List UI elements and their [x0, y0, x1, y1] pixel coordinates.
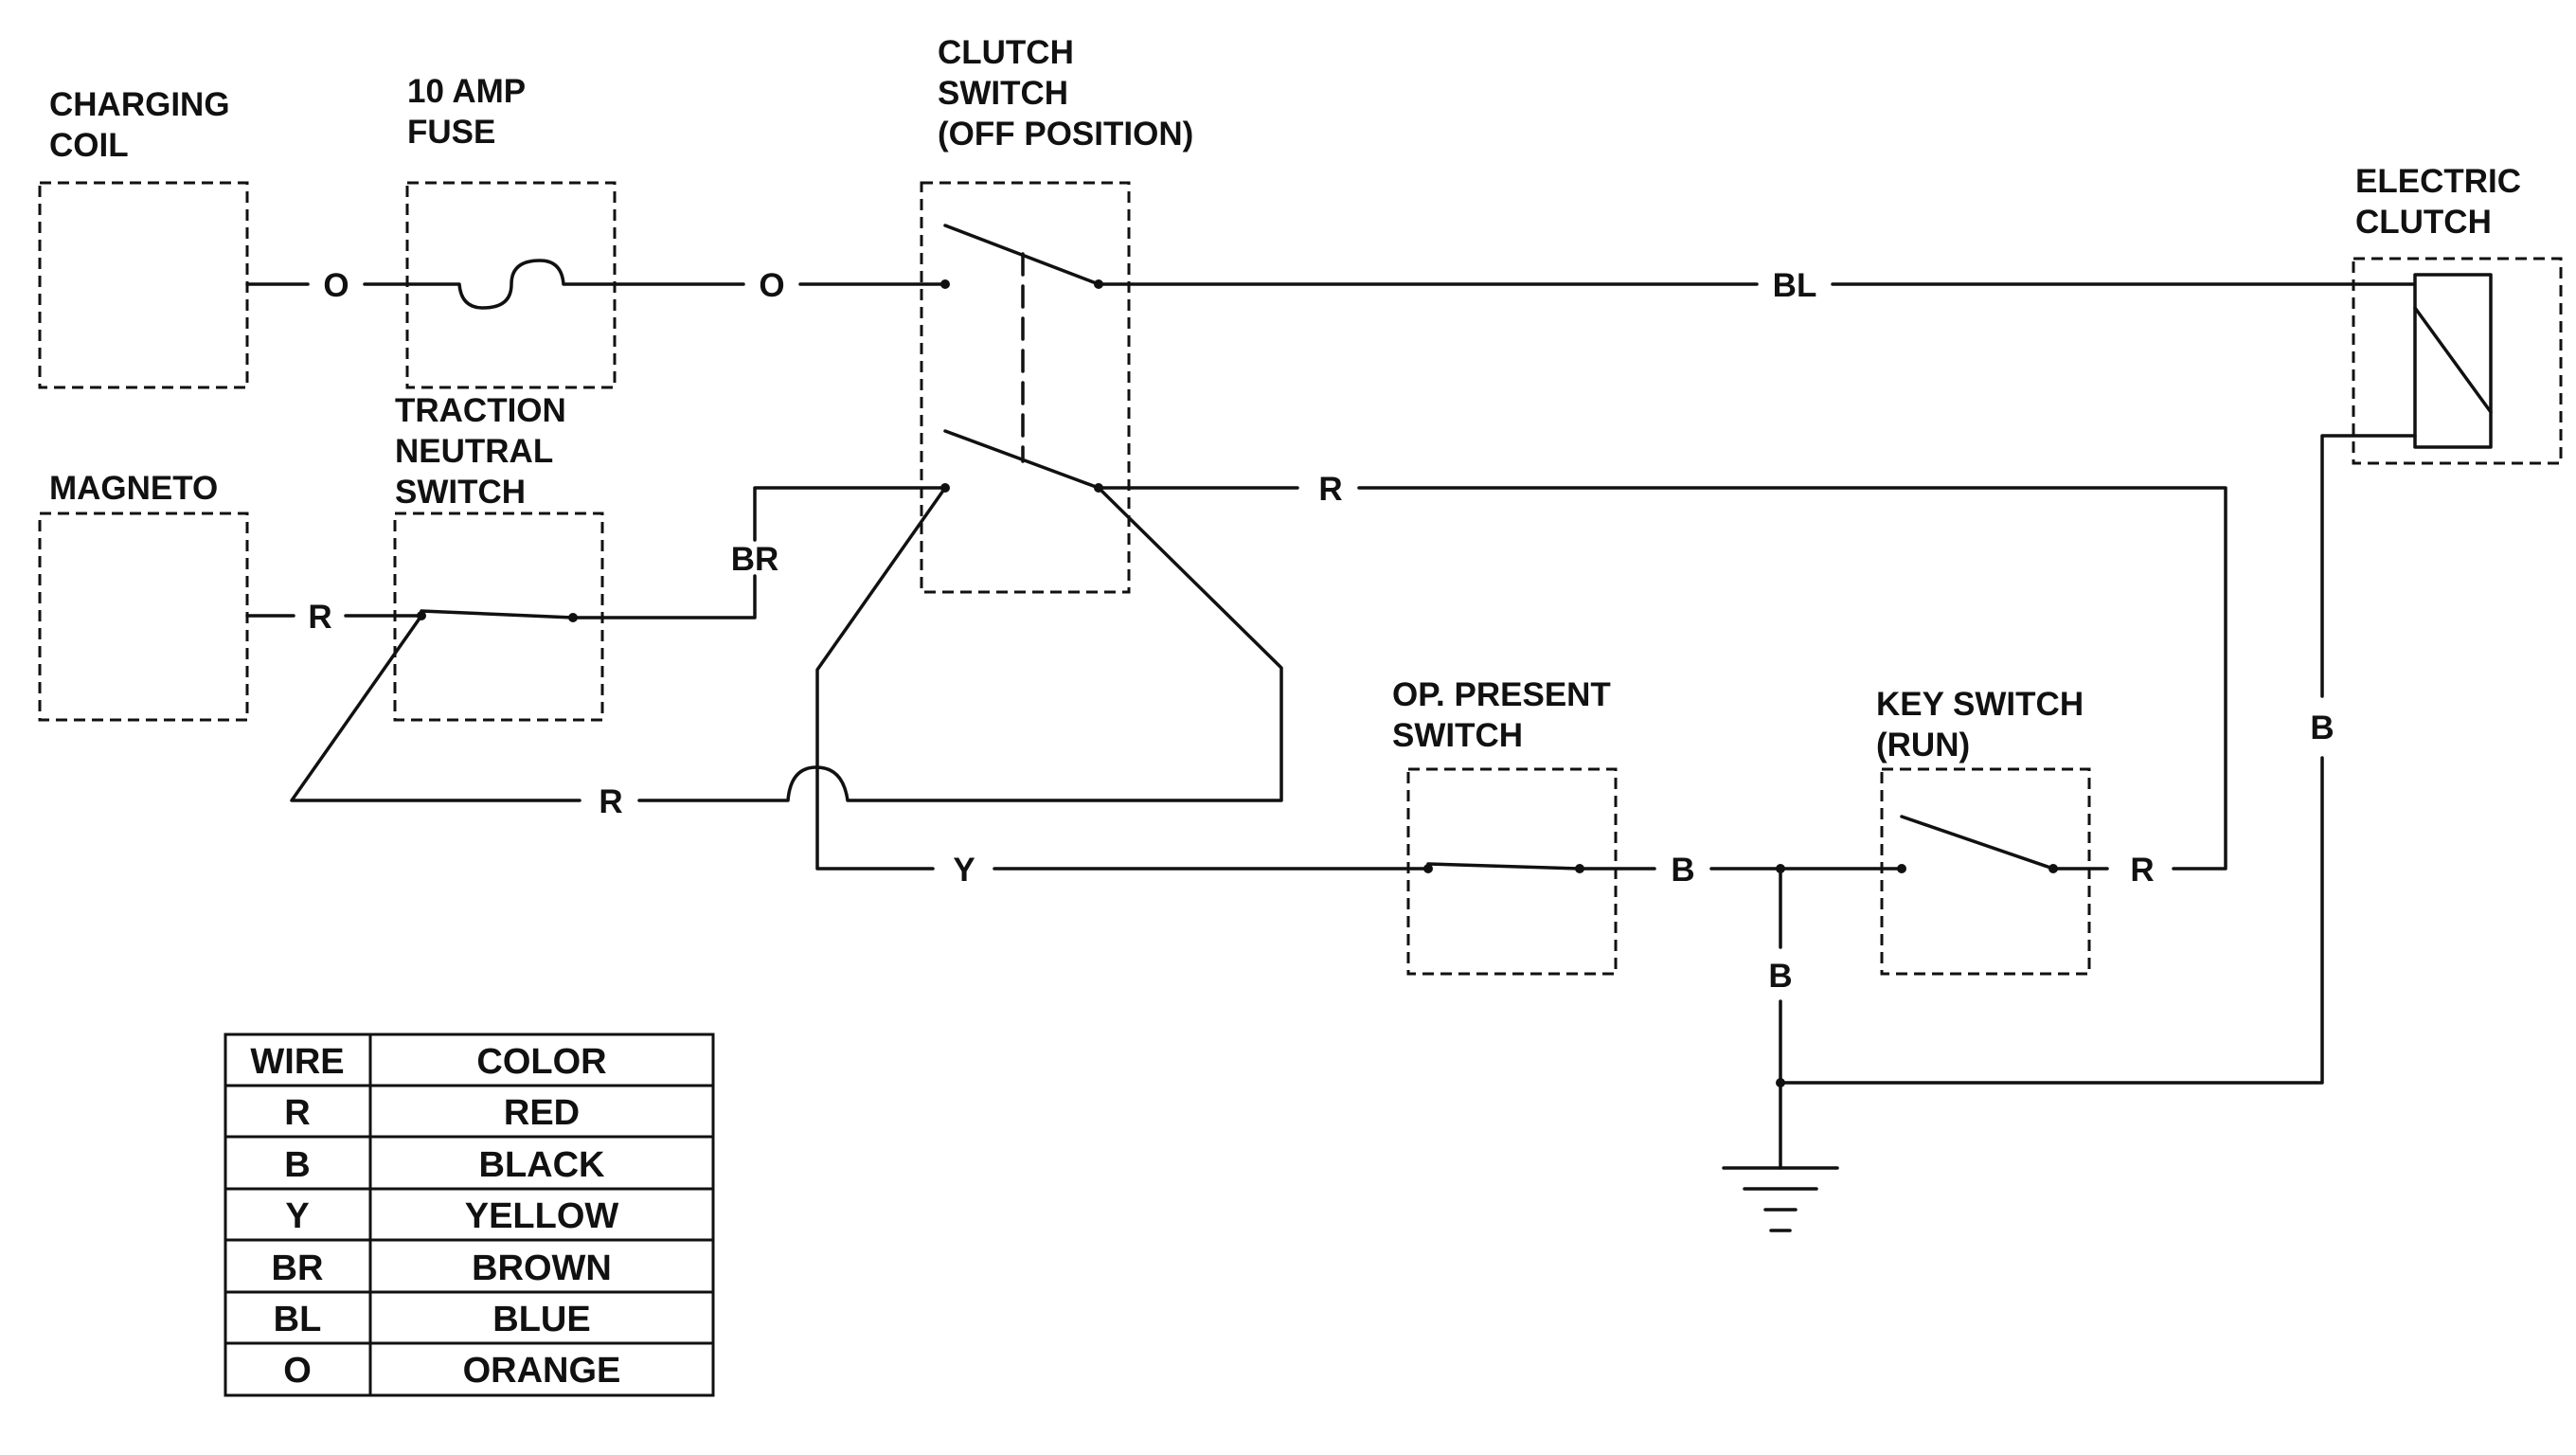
legend-color-cell: ORANGE	[463, 1351, 621, 1391]
wire-label-key-out: R	[2130, 852, 2154, 889]
key-switch-box	[1880, 767, 2091, 976]
traction-switch-blade	[420, 609, 575, 620]
electric-clutch-box	[2352, 257, 2563, 465]
wire-red-clutch-key	[1097, 486, 2227, 871]
electric-clutch-coil	[2413, 273, 2493, 449]
clutch-switch-label: CLUTCH SWITCH (OFF POSITION)	[938, 34, 1193, 153]
legend-wire-cell: BR	[272, 1248, 324, 1288]
connection-dots	[417, 279, 2058, 1087]
wire-yellow	[815, 486, 1430, 871]
wire-label-red-clutch-key: R	[1318, 471, 1342, 508]
op-present-switch-box	[1406, 767, 1618, 976]
wire-brown	[571, 486, 947, 620]
ground-symbol	[1722, 1166, 1839, 1232]
wire-label-coil-fuse: O	[323, 267, 349, 304]
legend-wire-cell: O	[283, 1351, 312, 1391]
fuse-label: 10 AMP FUSE	[407, 73, 534, 151]
key-switch-blade	[1900, 815, 2055, 871]
legend-wire-cell: Y	[285, 1196, 309, 1236]
wire-label-fuse-clutch: O	[759, 267, 784, 304]
clutch-switch-box	[920, 181, 1131, 594]
legend-wire-cell: R	[284, 1093, 310, 1133]
op-present-switch-label: OP. PRESENT SWITCH	[1392, 676, 1620, 754]
legend-color-cell: BLACK	[479, 1145, 606, 1185]
legend-color-cell: YELLOW	[465, 1196, 619, 1236]
wire-color-legend: WIRE COLOR R RED B BLACK Y YELLOW BR BRO…	[224, 1033, 715, 1397]
charging-coil-label: CHARGING COIL	[49, 86, 239, 164]
wire-black-clutch-ground	[1779, 434, 2417, 1085]
charging-coil-box	[38, 181, 249, 389]
wire-orange-coil-fuse	[245, 259, 946, 310]
wire-label-blue: BL	[1773, 267, 1817, 304]
traction-neutral-switch-label: TRACTION NEUTRAL SWITCH	[395, 392, 576, 511]
wire-label-yellow: Y	[953, 852, 975, 889]
key-switch-label: KEY SWITCH (RUN)	[1876, 686, 2093, 763]
electric-clutch-label: ELECTRIC CLUTCH	[2355, 163, 2531, 241]
wire-label-brown: BR	[731, 541, 779, 578]
wire-label-op-junction: B	[1671, 852, 1694, 889]
legend-wire-cell: B	[284, 1145, 310, 1185]
magneto-label: MAGNETO	[49, 470, 218, 507]
legend-color-cell: BROWN	[472, 1248, 612, 1288]
wire-red-loop	[290, 486, 1283, 802]
wire-label-junction-ground: B	[1768, 958, 1792, 995]
legend-color-cell: RED	[504, 1093, 580, 1133]
wire-label-magneto: R	[308, 599, 331, 636]
legend-wire-cell: BL	[274, 1300, 322, 1339]
clutch-switch-lower-blade	[943, 429, 1100, 490]
magneto-box	[38, 512, 249, 722]
legend-header-color: COLOR	[476, 1042, 606, 1082]
electric-clutch-coil-diagonal	[2413, 306, 2493, 414]
wire-label-electric-ground: B	[2310, 710, 2334, 746]
wire-label-red-loop: R	[599, 783, 622, 820]
legend-header-wire: WIRE	[250, 1042, 344, 1082]
op-present-blade	[1426, 862, 1582, 871]
legend-color-cell: BLUE	[492, 1300, 590, 1339]
